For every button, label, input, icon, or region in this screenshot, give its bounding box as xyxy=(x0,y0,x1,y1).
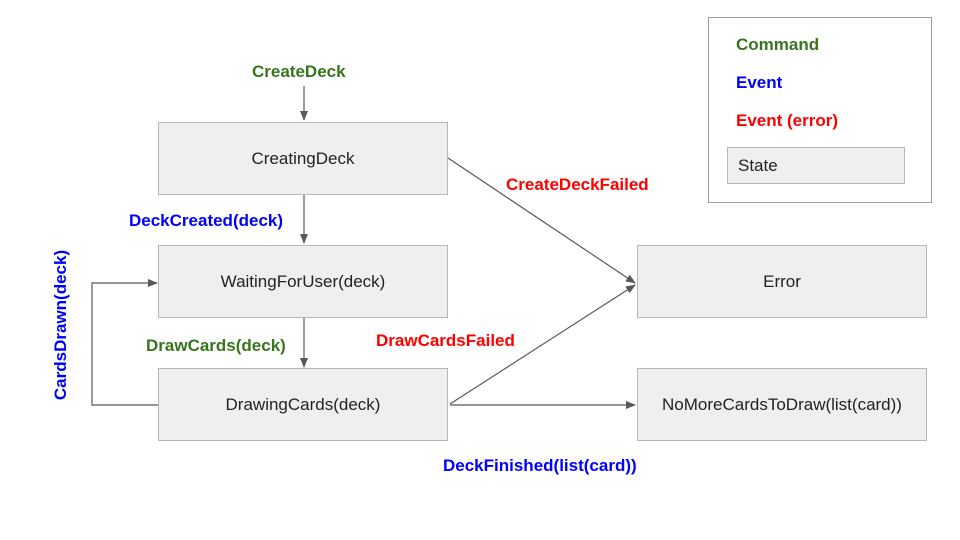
label-create-deck-failed: CreateDeckFailed xyxy=(506,175,649,194)
label-deck-finished: DeckFinished(list(card)) xyxy=(443,456,637,475)
label-cards-drawn: CardsDrawn(deck) xyxy=(51,249,70,401)
legend-state-swatch: State xyxy=(727,147,905,184)
edge-cards-drawn xyxy=(91,279,158,406)
state-waiting-for-user: WaitingForUser(deck) xyxy=(158,245,448,318)
state-label: CreatingDeck xyxy=(251,148,355,168)
label-draw-cards-failed: DrawCardsFailed xyxy=(376,331,515,350)
label-deck-created: DeckCreated(deck) xyxy=(129,211,284,230)
state-label: Error xyxy=(763,271,801,291)
state-label: WaitingForUser(deck) xyxy=(220,271,386,291)
edge-create-deck-failed xyxy=(447,157,636,284)
legend-event-error: Event (error) xyxy=(736,111,839,130)
state-error: Error xyxy=(637,245,927,318)
label-create-deck: CreateDeck xyxy=(252,62,346,81)
state-label: DrawingCards(deck) xyxy=(225,394,381,414)
state-creating-deck: CreatingDeck xyxy=(158,122,448,195)
legend-state-label: State xyxy=(738,155,778,175)
state-no-more-cards: NoMoreCardsToDraw(list(card)) xyxy=(637,368,927,441)
label-draw-cards: DrawCards(deck) xyxy=(146,336,286,355)
legend-command: Command xyxy=(736,35,820,54)
legend-event: Event xyxy=(736,73,783,92)
legend: Command Event Event (error) State xyxy=(708,17,932,203)
edge-draw-cards-failed xyxy=(449,284,636,405)
state-label: NoMoreCardsToDraw(list(card)) xyxy=(662,394,902,414)
state-drawing-cards: DrawingCards(deck) xyxy=(158,368,448,441)
